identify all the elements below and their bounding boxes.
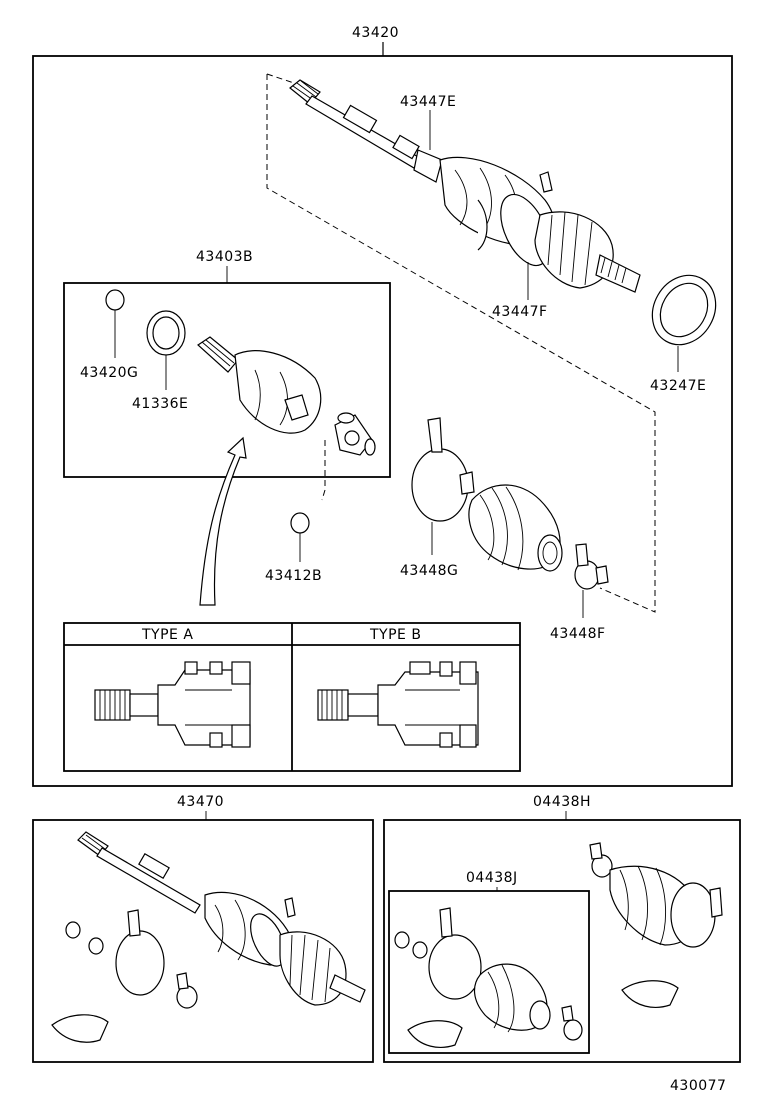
type-b-joint <box>317 661 479 748</box>
shaft-kit-frame <box>32 819 374 1063</box>
dashed-outline <box>266 74 656 613</box>
tripod-joint <box>334 412 376 456</box>
label-type-b: TYPE B <box>369 627 421 643</box>
inner-kit-snap-ring-1 <box>394 931 410 949</box>
boot-clamp-43448f <box>574 543 609 590</box>
inner-kit-boot-clamp-large <box>428 907 482 1000</box>
kit-snap-ring-1 <box>65 921 81 939</box>
label-43247e: 43247E <box>650 378 706 394</box>
snap-ring-43420g <box>105 289 125 311</box>
label-04438j: 04438J <box>466 870 518 886</box>
label-43448f: 43448F <box>550 626 606 642</box>
inner-kit-grease-pack <box>407 1020 463 1048</box>
inner-joint-housing <box>197 336 322 434</box>
outer-boot-clamp-large <box>670 882 723 948</box>
inner-kit-boot <box>474 963 551 1033</box>
boot-kit-inner-frame <box>388 890 590 1054</box>
label-43447e: 43447E <box>400 94 456 110</box>
kit-snap-ring-2 <box>88 937 104 955</box>
dust-seal-41336e <box>146 310 186 356</box>
label-43412b: 43412B <box>265 568 322 584</box>
kit-grease-pack <box>51 1014 109 1043</box>
drive-shaft-main <box>289 79 641 293</box>
label-04438h: 04438H <box>533 794 591 810</box>
inner-kit-boot-clamp-small <box>561 1005 583 1041</box>
main-assembly-frame <box>32 55 733 787</box>
kit-boot-clamp-small <box>176 972 198 1009</box>
kit-boot-clamp-large <box>115 909 165 996</box>
label-type-a: TYPE A <box>141 627 193 643</box>
figure-number: 430077 <box>670 1078 726 1094</box>
inner-boot <box>468 484 563 572</box>
label-43420: 43420 <box>352 25 399 41</box>
outer-boot-clamp-small <box>589 842 613 878</box>
label-43403b: 43403B <box>196 249 253 265</box>
drive-shaft-kit <box>77 831 366 1006</box>
boot-clamp-43448g <box>411 417 475 522</box>
outer-grease-pack <box>621 980 679 1008</box>
type-a-joint <box>94 661 251 748</box>
snap-ring-43412b <box>290 512 310 534</box>
inner-kit-snap-ring-2 <box>412 941 428 959</box>
label-43420g: 43420G <box>80 365 138 381</box>
arrow-indicator <box>199 436 247 606</box>
label-43447f: 43447F <box>492 304 548 320</box>
label-41336e: 41336E <box>132 396 188 412</box>
label-43470: 43470 <box>177 794 224 810</box>
label-43448g: 43448G <box>400 563 458 579</box>
dust-seal-43247e <box>651 274 717 346</box>
boot-kit-outer-frame <box>383 819 741 1063</box>
